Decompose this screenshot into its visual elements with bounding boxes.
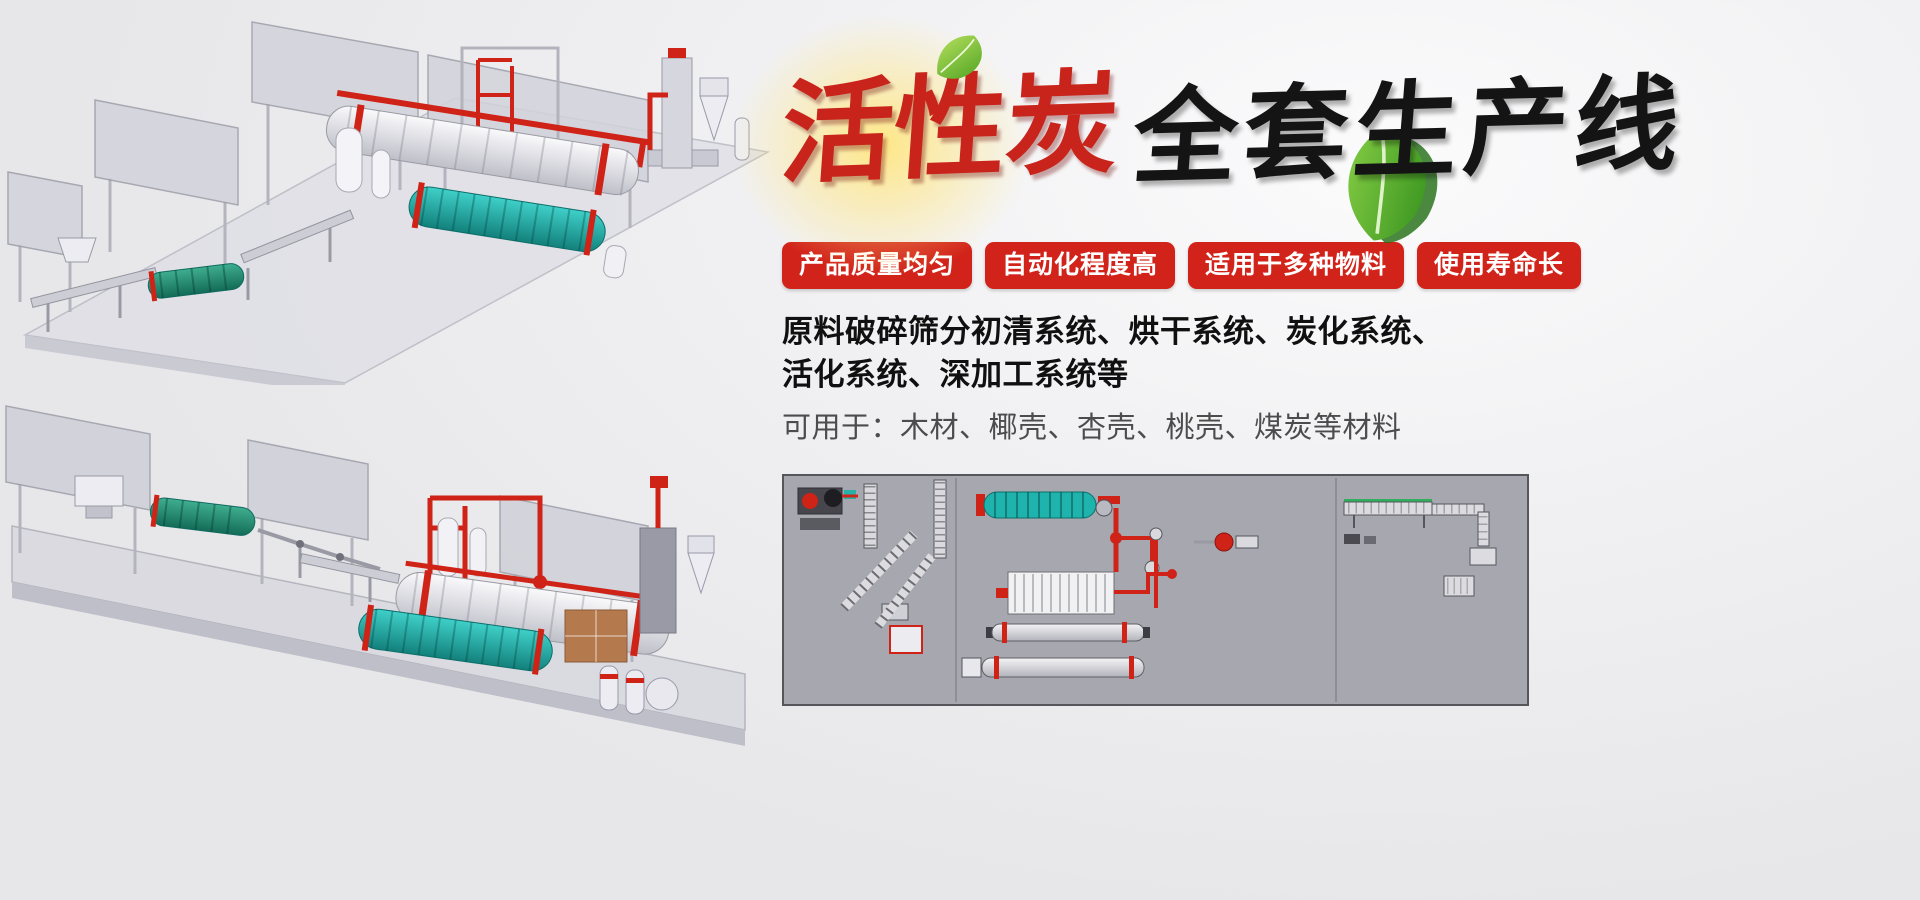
storage-tanks [599,665,679,715]
feed-conveyor [30,209,355,332]
plant-layout-panel [782,473,1529,706]
feeder-hopper [74,475,124,519]
feature-badge: 自动化程度高 [985,242,1176,289]
glow-highlight [732,15,1032,275]
brick-furnace [564,609,628,663]
leaf-icon [1348,131,1438,244]
title-black-text: 全套生产线 [1128,66,1690,198]
leaf-icon [937,35,982,79]
fan-unit [1194,532,1259,552]
crusher-drum-green [149,494,256,536]
discharge-elevator [874,552,936,629]
feature-badge: 使用寿命长 [1417,242,1582,289]
rotary-cooler-2 [961,655,1145,679]
condenser-tanks [335,127,391,199]
cyclone-tower [639,476,715,634]
production-line-3d-render-bottom [5,405,746,746]
rotary-drum-teal [358,604,553,675]
bucket-elevator [863,483,878,549]
systems-description: 原料破碎筛分初清系统、烘干系统、炭化系统、 活化系统、深加工系统等 [782,311,1920,397]
transfer-conveyors [257,528,401,602]
materials-line: 可用于：木材、椰壳、杏壳、桃壳、煤炭等材料 [782,411,1402,444]
systems-description-line2: 活化系统、深加工系统等 [782,356,1129,392]
feature-badge: 适用于多种物料 [1188,242,1405,289]
crusher-feeder-unit [797,487,858,530]
transfer-conveyor-L [1431,503,1497,566]
right-small-units [1344,533,1475,597]
rotary-drum-teal [408,182,627,279]
red-pipe-frame [427,495,547,591]
rotary-dryer [325,89,649,197]
dryer-top-view [933,479,1120,559]
control-box [889,624,923,654]
wall-panels [7,21,649,312]
systems-description-line1: 原料破碎筛分初清系统、烘干系统、炭化系统、 [782,314,1444,349]
rotary-cooler-1 [986,621,1150,643]
main-title: 活性炭全套生产线 [732,15,1920,275]
production-line-3d-render-top [7,21,770,385]
plant-layout-schematic [784,475,1527,704]
carbonization-furnace-top [996,568,1177,615]
crusher-drum-green [147,263,245,302]
info-column: 活性炭全套生产线 产品质量均匀 自动化程度高 适用于多种物料 使用寿命长 原料破… [732,15,1920,706]
